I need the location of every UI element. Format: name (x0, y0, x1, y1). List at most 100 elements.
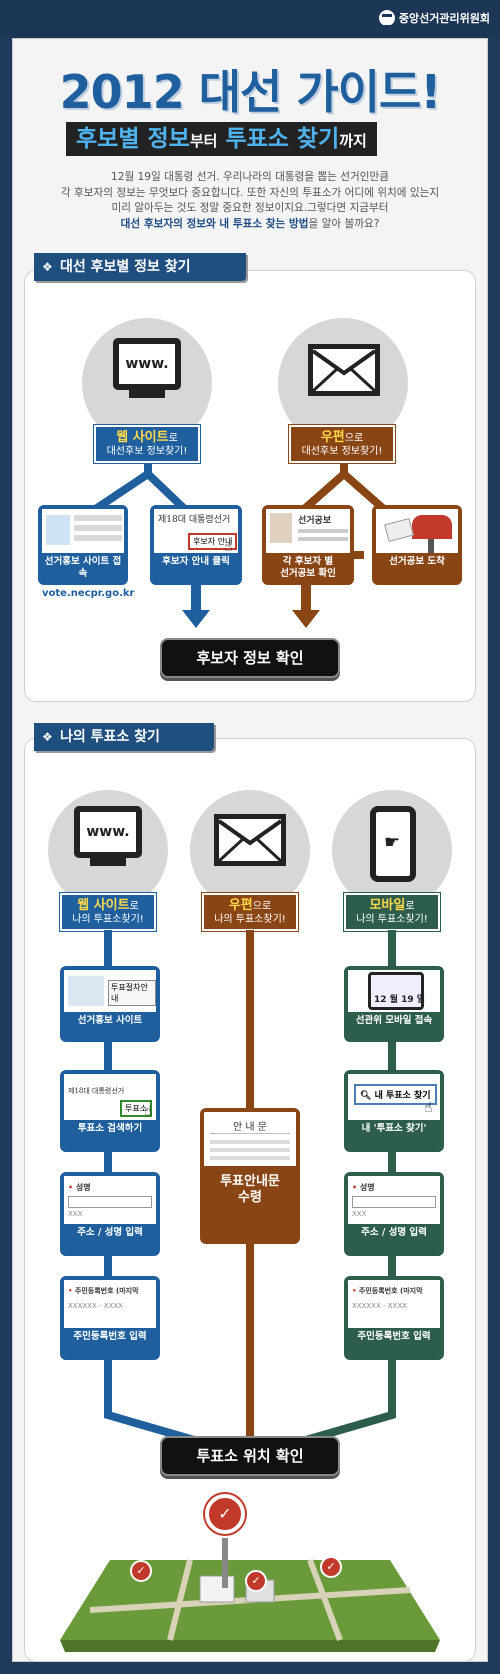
field-placeholder: XXX (68, 1210, 83, 1218)
monitor-stand (129, 390, 165, 398)
find-station-label: 내 투표소 찾기 (374, 1091, 431, 1101)
field-label: 성명 (359, 1183, 375, 1192)
step-thumbnail: 🔍︎ 내 투표소 찾기☝ (348, 1074, 440, 1120)
web-label-big: 웹 사이트 (116, 430, 169, 445)
label-big: 우편 (228, 898, 253, 913)
subtitle-part2: 부터 (189, 132, 218, 150)
section1-panel (24, 270, 476, 702)
mail-label-big: 우편 (320, 430, 345, 445)
subtitle-part1: 후보별 정보 (76, 126, 190, 152)
nec-logo-icon (378, 10, 395, 28)
map-pin-main-icon: ✓ (205, 1494, 245, 1534)
monitor-icon: www. (113, 338, 181, 390)
intro-line: 대선 후보자의 정보와 내 투표소 찾는 방법을 알아 볼까요? (40, 217, 460, 233)
label-line2: 나의 투표소찾기! (214, 914, 286, 925)
map-pin-icon: ✓ (320, 1556, 342, 1578)
page-title: 2012 대선 가이드! (59, 65, 442, 119)
map-pin-icon: ✓ (130, 1560, 152, 1582)
mail-label-suffix: 으로 (344, 433, 364, 444)
mailbox-thumbnail (376, 509, 458, 553)
field-placeholder: XXXXXX - XXXX (68, 1302, 123, 1310)
top-bar (0, 0, 500, 38)
field-label: 주민등록번호 (마지막 (358, 1287, 423, 1295)
label-big: 웹 사이트 (77, 898, 130, 913)
step-caption: 선거홍보 사이트 (77, 1015, 143, 1026)
page-subtitle: 후보별 정보부터 투표소 찾기까지 (66, 122, 377, 156)
step-thumbnail: 투표절차안내 (64, 970, 156, 1012)
intro-text: 12월 19일 대통령 선거. 우리나라의 대통령을 뽑는 선거인만큼 각 후보… (40, 170, 460, 232)
monitor-stand (90, 858, 126, 866)
mobile-date: 12 월 19 일 (374, 995, 426, 1005)
step-caption: 선거공보 도착 (389, 556, 445, 567)
field-label: 주민등록번호 (마지막 (74, 1287, 139, 1295)
mobile-step-access: 12 월 19 일 선관위 모바일 접속 (344, 966, 444, 1042)
envelope-icon (308, 344, 380, 396)
web-label-line2: 대선후보 정보찾기! (106, 446, 188, 457)
step-caption: 선관위 모바일 접속 (355, 1015, 433, 1026)
step-bulletin-check: 선거공보 각 후보자 별 선거공보 확인 (262, 505, 354, 585)
label-suffix: 로 (129, 901, 139, 912)
thumb-title: 제18대 대통령선거 (158, 515, 231, 525)
step-caption: 주민등록번호 입력 (357, 1331, 431, 1342)
mail-label-line2: 대선후보 정보찾기! (301, 446, 383, 457)
org-header: 중앙선거관리위원회 (378, 10, 490, 28)
map-illustration (60, 1558, 440, 1652)
site-url[interactable]: vote.necpr.go.kr (42, 588, 135, 599)
label-big: 모바일 (369, 898, 406, 913)
step-caption: 내 '투표소 찾기' (361, 1123, 427, 1134)
polling-station-button[interactable]: 투표소 (120, 1100, 153, 1117)
label-suffix: 으로 (252, 901, 272, 912)
monitor-icon: www. (74, 806, 142, 858)
find-station-button[interactable]: 🔍︎ 내 투표소 찾기 (354, 1084, 437, 1105)
intro-line: 12월 19일 대통령 선거. 우리나라의 대통령을 뽑는 선거인만큼 (110, 171, 390, 183)
pointer-hand-icon: ☝ (224, 539, 233, 553)
magnifier-icon: 🔍︎ (360, 1091, 372, 1101)
bulletin-thumbnail: 선거공보 (266, 509, 350, 553)
step-bulletin-arrival: 선거공보 도착 (372, 505, 462, 585)
web-label-suffix: 로 (168, 433, 178, 444)
field-label: 성명 (75, 1183, 91, 1192)
notice-thumbnail: 안 내 문 (204, 1112, 296, 1166)
intro-line: 미리 알아두는 것도 정말 중요한 정보이지요.그렇다면 지금부터 (111, 202, 389, 214)
polling-location-result: 투표소 위치 확인 (160, 1436, 340, 1476)
intro-line: 각 후보자의 정보는 무엇보다 중요합니다. 또한 자신의 투표소가 어디에 위… (60, 186, 440, 199)
candidate-info-button[interactable]: 후보자 안내 (188, 533, 238, 550)
envelope-icon (214, 814, 286, 866)
section2-heading: 나의 투표소 찾기 (34, 723, 214, 751)
subtitle-part4: 까지 (339, 132, 367, 150)
field-placeholder: XXX (352, 1210, 367, 1218)
label-suffix: 로 (405, 901, 415, 912)
intro-rest: 을 알아 볼까요? (308, 217, 380, 230)
intro-highlight: 대선 후보자의 정보와 내 투표소 찾는 방법 (120, 217, 309, 230)
thumb-title: 안 내 문 (210, 1118, 290, 1134)
step-caption: 주민등록번호 입력 (73, 1331, 147, 1342)
vote-guide-button[interactable]: 투표절차안내 (108, 980, 156, 1006)
site-thumbnail (42, 509, 124, 553)
touch-icon: ☛ (384, 832, 401, 853)
field-placeholder: XXXXXX - XXXX (352, 1302, 407, 1310)
label-line2: 나의 투표소찾기! (72, 914, 144, 925)
section1-heading: 대선 후보별 정보 찾기 (34, 253, 246, 281)
map-pin-pole (222, 1538, 228, 1588)
name-field[interactable] (68, 1196, 152, 1208)
label-line2: 나의 투표소찾기! (356, 914, 428, 925)
step-thumbnail: 12 월 19 일 (348, 970, 440, 1012)
caption-line: 투표안내문 (220, 1174, 280, 1189)
web-step-site: 투표절차안내 선거홍보 사이트 (60, 966, 160, 1042)
name-field[interactable] (352, 1196, 436, 1208)
pointer-hand-icon: ☝ (144, 1104, 152, 1119)
thumb-title: 제18대 대통령선거 (68, 1087, 125, 1095)
